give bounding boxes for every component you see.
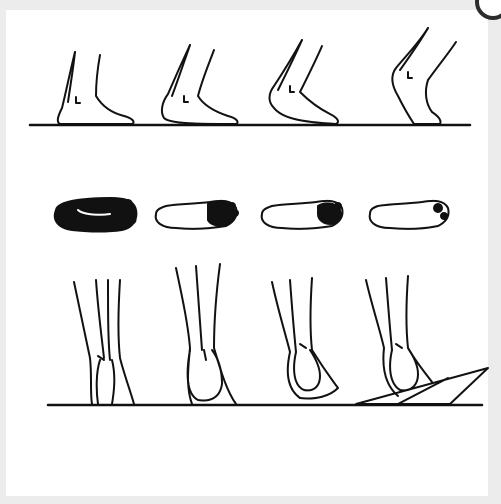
footprint-4 bbox=[370, 201, 449, 229]
footprint-3 bbox=[262, 201, 343, 229]
side-foot-4 bbox=[392, 28, 456, 124]
rear-foot-1 bbox=[74, 280, 134, 404]
side-foot-2 bbox=[162, 45, 238, 124]
side-foot-1 bbox=[58, 52, 134, 124]
rear-foot-2 bbox=[176, 264, 236, 404]
footprint-1 bbox=[55, 198, 137, 232]
rear-foot-3 bbox=[272, 278, 338, 399]
footprint-2 bbox=[156, 201, 238, 229]
rear-foot-4 bbox=[356, 276, 488, 404]
incline-wedge bbox=[356, 368, 488, 404]
side-foot-3 bbox=[270, 40, 339, 124]
